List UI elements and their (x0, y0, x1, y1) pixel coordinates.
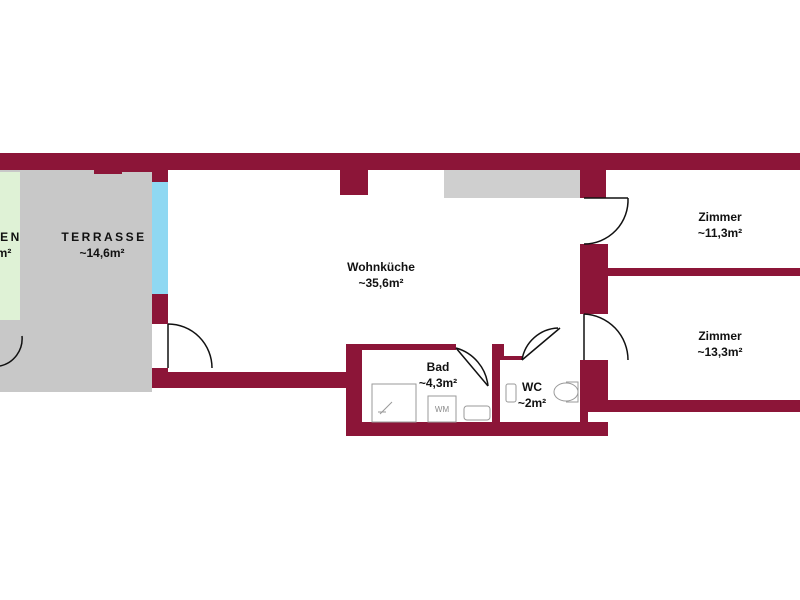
wc-area-label: ~2m² (518, 396, 546, 410)
zimmer2-area-label: ~13,3m² (697, 345, 742, 359)
wc-name: WC (522, 380, 542, 394)
garden-area-strip (0, 172, 20, 320)
terrace-area-label: ~14,6m² (79, 246, 124, 260)
kitchen-name: Wohnküche (347, 260, 415, 274)
door-swing-garden (0, 335, 23, 367)
sink-icon (463, 405, 491, 421)
bath-name: Bad (427, 360, 450, 374)
shower-tray (371, 383, 417, 423)
zimmer1-name: Zimmer (698, 210, 742, 224)
wc-sink-icon (505, 383, 517, 403)
bath-area-label: ~4,3m² (419, 376, 457, 390)
bath-fixtures (371, 381, 579, 423)
garden-name: TEN (0, 230, 22, 244)
kitchen-area-label: ~35,6m² (358, 276, 403, 290)
walls (0, 153, 800, 436)
terrace-name: TERRASSE (61, 230, 146, 244)
zimmer2-name: Zimmer (698, 329, 742, 343)
window-glass (152, 182, 168, 294)
door-swing-zimmer2 (583, 313, 629, 361)
doors (0, 197, 629, 387)
door-swing-bath (455, 347, 489, 387)
shower-drain-icon (378, 401, 393, 415)
door-swing-terrace (167, 323, 213, 369)
kitchen-counter (444, 170, 580, 198)
garden-area-label: m² (0, 246, 11, 260)
door-swing-wc (521, 327, 561, 361)
terrace-area (0, 170, 152, 392)
toilet-icon (553, 382, 579, 402)
zimmer1-area-label: ~11,3m² (698, 226, 742, 240)
washer-box (427, 395, 457, 423)
washer-label: WM (435, 405, 450, 414)
door-swing-zimmer1 (583, 197, 629, 245)
toilet-tank-icon (566, 381, 579, 403)
